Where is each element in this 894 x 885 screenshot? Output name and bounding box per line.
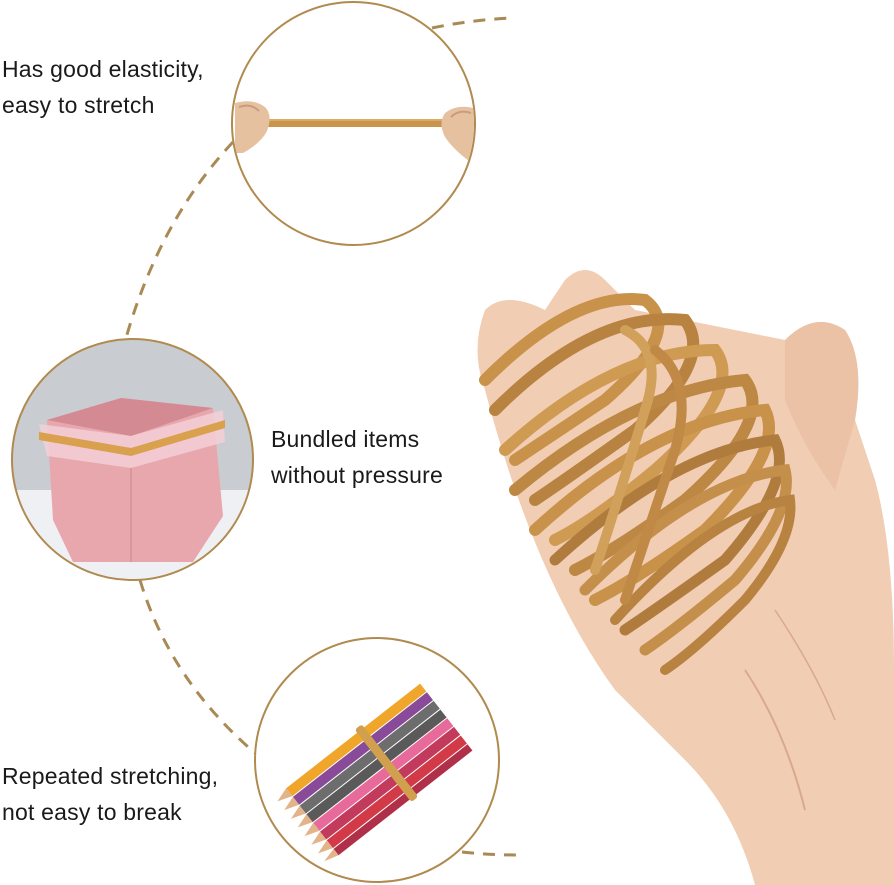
caption-line: without pressure bbox=[271, 462, 443, 488]
feature-caption-elasticity: Has good elasticity, easy to stretch bbox=[2, 51, 204, 123]
feature-image-durable bbox=[254, 637, 500, 883]
caption-line: Repeated stretching, bbox=[2, 763, 219, 789]
caption-line: Bundled items bbox=[271, 426, 420, 452]
feature-caption-bundled: Bundled items without pressure bbox=[271, 421, 443, 493]
feature-image-bundled bbox=[11, 338, 254, 581]
caption-line: easy to stretch bbox=[2, 92, 155, 118]
pink-bin-illustration bbox=[13, 398, 252, 579]
hero-hand-with-rubber-bands bbox=[477, 270, 894, 885]
hands-stretching-band-illustration bbox=[235, 101, 474, 161]
feature-image-elasticity bbox=[231, 1, 476, 246]
caption-line: Has good elasticity, bbox=[2, 56, 204, 82]
caption-line: not easy to break bbox=[2, 799, 182, 825]
pencil-bundle-illustration bbox=[277, 683, 473, 862]
feature-caption-durable: Repeated stretching, not easy to break bbox=[2, 758, 218, 830]
